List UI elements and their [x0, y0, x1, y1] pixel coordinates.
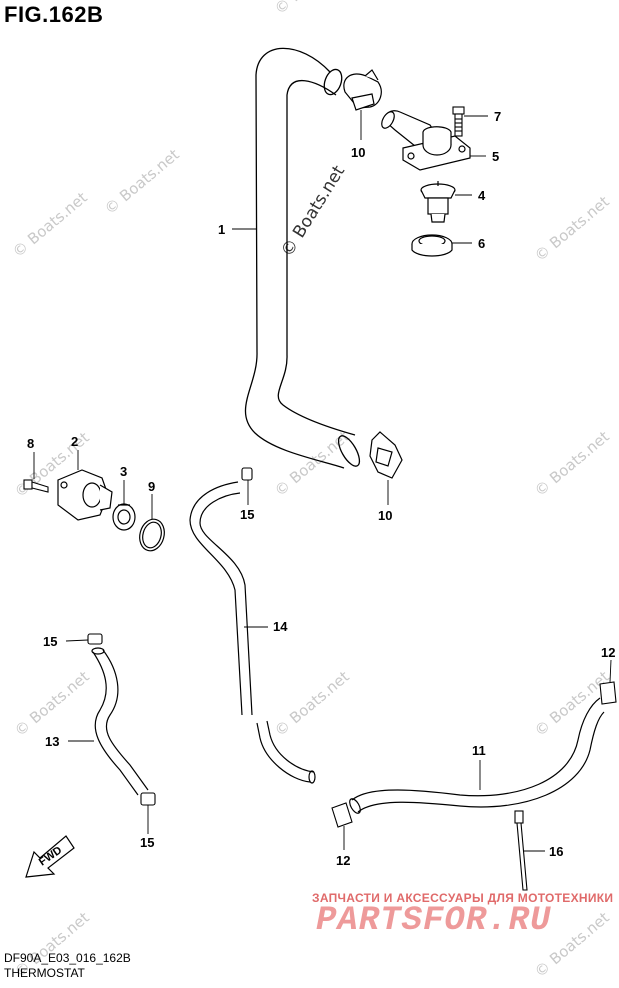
clamp-part-15-top	[241, 467, 253, 481]
housing-part-2	[57, 469, 113, 521]
footer-name: THERMOSTAT	[4, 966, 85, 980]
callout-4: 4	[478, 188, 486, 203]
thermostat-cover-part-5	[381, 110, 471, 171]
watermark-text: © Boats.net	[9, 188, 91, 261]
callout-7: 7	[494, 109, 501, 124]
callout-16: 16	[549, 844, 563, 859]
watermark-text: © Boats.net	[531, 192, 613, 265]
clamp-part-10-upper	[343, 69, 382, 111]
clamp-part-10-lower	[369, 431, 403, 479]
hose-part-11	[349, 697, 605, 814]
thermostat-part-4	[420, 181, 456, 223]
valve-part-3	[112, 503, 136, 531]
watermark-text: © Boats.net	[101, 145, 183, 218]
callout-15-top: 15	[240, 507, 254, 522]
callout-12-left: 12	[336, 853, 350, 868]
callout-5: 5	[492, 149, 499, 164]
callout-13: 13	[45, 734, 59, 749]
callout-2: 2	[71, 434, 78, 449]
callout-1: 1	[218, 222, 225, 237]
watermark-text: © Boats.net	[11, 667, 93, 740]
callout-15-bottom: 15	[140, 835, 154, 850]
o-ring-part-9	[139, 518, 165, 552]
clamp-part-15-bottom	[140, 792, 156, 806]
callouts: 1 10 7 5 4 6 10 8 2 3 9 15 14 15 13 15 1…	[27, 109, 615, 868]
watermark-text: © Boats.net	[271, 0, 353, 18]
hose-part-14	[189, 481, 316, 784]
watermark-text: © Boats.net	[271, 667, 353, 740]
promo-brand: PARTSFOR.RU	[316, 902, 552, 940]
bolt-part-7	[452, 106, 465, 137]
hose-part-1	[244, 47, 361, 469]
hose-part-13	[91, 647, 149, 796]
fwd-arrow-icon: FWD	[25, 835, 75, 878]
tie-strap-part-16	[514, 810, 528, 891]
callout-10-lower: 10	[378, 508, 392, 523]
figure-title: FIG.162B	[4, 2, 104, 27]
watermark-text-dark: © Boats.net	[277, 162, 349, 261]
footer-code: DF90A_E03_016_162B	[4, 951, 131, 965]
callout-12-right: 12	[601, 645, 615, 660]
callout-8: 8	[27, 436, 34, 451]
watermark-text: © Boats.net	[531, 427, 613, 500]
callout-11: 11	[472, 743, 486, 758]
promo-tagline: ЗАПЧАСТИ И АКСЕССУАРЫ ДЛЯ МОТОТЕХНИКИ	[312, 891, 614, 905]
clamp-part-12-right	[599, 681, 617, 705]
callout-14: 14	[273, 619, 288, 634]
callout-10-upper: 10	[351, 145, 365, 160]
callout-15-mid: 15	[43, 634, 57, 649]
watermark-text: © Boats.net	[531, 667, 613, 740]
clamp-part-15-mid	[87, 633, 103, 645]
leader-lines	[33, 110, 612, 852]
clamp-part-12-left	[331, 802, 353, 828]
bolt-part-8	[23, 479, 49, 493]
callout-6: 6	[478, 236, 485, 251]
callout-3: 3	[120, 464, 127, 479]
callout-9: 9	[148, 479, 155, 494]
watermark-text: © Boats.net	[271, 427, 353, 500]
seal-ring-part-6	[411, 234, 453, 257]
